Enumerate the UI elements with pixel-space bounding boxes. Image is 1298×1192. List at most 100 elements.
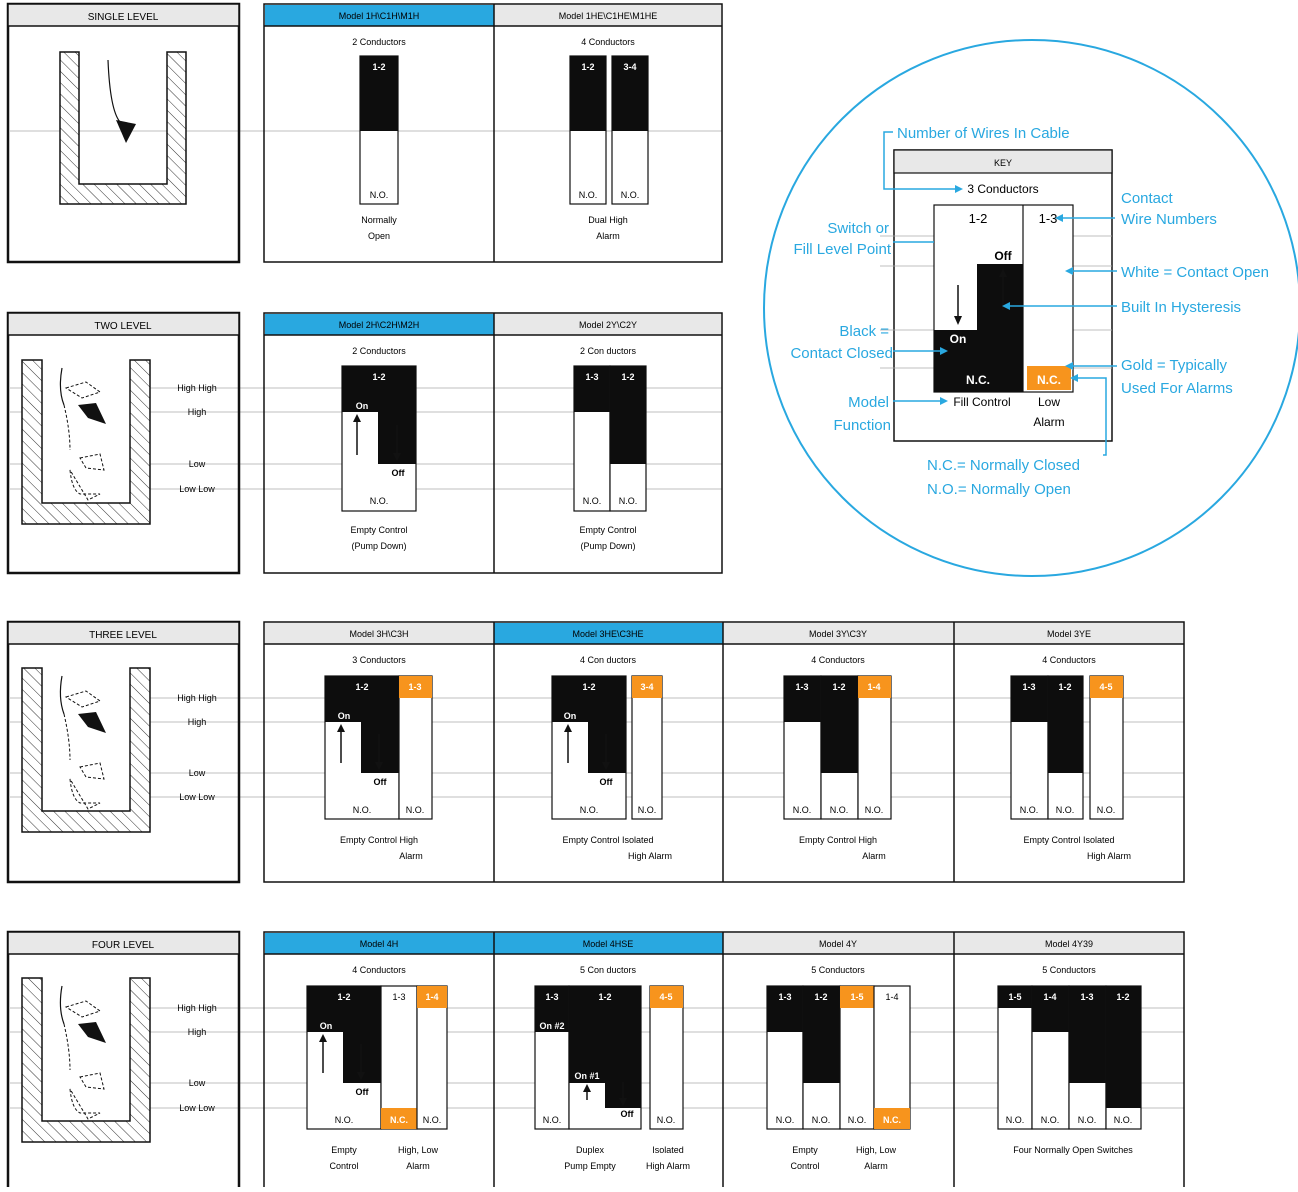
no-label: N.O. <box>579 190 598 200</box>
wire-label: 1-4 <box>1043 992 1056 1002</box>
key-contact-callout: Wire Numbers <box>1121 211 1217 228</box>
wire-label: 1-2 <box>582 682 595 692</box>
key-contact-callout: Contact <box>1121 190 1174 207</box>
wire-label: 1-2 <box>814 992 827 1002</box>
no-label: N.O. <box>1078 1115 1097 1125</box>
function-label: Empty <box>792 1145 818 1155</box>
wire-label: 4-5 <box>659 992 672 1002</box>
function-label: High, Low <box>398 1145 439 1155</box>
conductor-count: 4 Conductors <box>581 37 635 47</box>
level-label: Low Low <box>179 1103 215 1113</box>
model-header: Model 4Y39 <box>1045 939 1093 949</box>
no-label: N.O. <box>543 1115 562 1125</box>
key-black-callout: Contact Closed <box>790 345 893 362</box>
conductor-count: 4 Conductors <box>1042 655 1096 665</box>
wire-label: 1-4 <box>425 992 438 1002</box>
function-label: Empty Control Isolated <box>562 835 653 845</box>
on-label: On #1 <box>574 1071 599 1081</box>
wire-label: 1-2 <box>581 62 594 72</box>
function-label: Empty Control High <box>799 835 877 845</box>
function-label: Dual High <box>588 215 628 225</box>
key-fn1: Fill Control <box>953 395 1010 409</box>
no-label: N.O. <box>1006 1115 1025 1125</box>
level-label: High <box>188 1027 207 1037</box>
function-label: (Pump Down) <box>351 541 406 551</box>
switch-diagram: 1-2 N.O. <box>359 55 399 205</box>
key-wires-callout: Number of Wires In Cable <box>897 125 1070 142</box>
wire-label: 1-2 <box>372 372 385 382</box>
function-label: Empty Control <box>579 525 636 535</box>
model-header: Model 2Y\C2Y <box>579 320 637 330</box>
no-label: N.O. <box>638 805 657 815</box>
function-label: Alarm <box>862 851 886 861</box>
wire-label: 1-4 <box>885 992 898 1002</box>
switch-diagram: 1-2 On Off N.O. <box>341 365 417 512</box>
function-label: Alarm <box>864 1161 888 1171</box>
no-label: N.O. <box>621 190 640 200</box>
function-label: Alarm <box>399 851 423 861</box>
four-level-title: FOUR LEVEL <box>92 940 155 951</box>
wire-label: 1-5 <box>850 992 863 1002</box>
function-label: Duplex <box>576 1145 605 1155</box>
conductor-count: 4 Conductors <box>352 965 406 975</box>
wire-label: 1-3 <box>778 992 791 1002</box>
switch-diagram: 1-2 3-4 N.O. N.O. <box>569 55 649 205</box>
level-label: Low <box>189 768 206 778</box>
model-header: Model 4H <box>360 939 399 949</box>
level-label: Low Low <box>179 484 215 494</box>
key-off: Off <box>994 249 1012 263</box>
on-label: On <box>338 711 351 721</box>
wire-label: 1-3 <box>585 372 598 382</box>
no-label: N.O. <box>865 805 884 815</box>
no-label: N.O. <box>353 805 372 815</box>
tank-illustration <box>21 667 151 833</box>
switch-diagram: 1-3 1-2 4-5 N.O. N.O. N.O. <box>1010 675 1124 820</box>
no-label: N.O. <box>583 496 602 506</box>
key-model-callout: Function <box>833 417 891 434</box>
four-level-section: FOUR LEVEL High High High Low Low Low Mo… <box>6 930 1185 1187</box>
conductor-count: 2 Con ductors <box>580 346 637 356</box>
wire-label: 1-2 <box>355 682 368 692</box>
key-gold-callout: Gold = Typically <box>1121 357 1228 374</box>
function-label: Alarm <box>406 1161 430 1171</box>
key-on: On <box>950 332 967 346</box>
function-label: Empty Control High <box>340 835 418 845</box>
switch-diagram: 1-3 1-2 1-4 N.O. N.O. N.O. <box>783 675 892 820</box>
off-label: Off <box>374 777 388 787</box>
function-label: High Alarm <box>1087 851 1131 861</box>
model-header: Model 1H\C1H\M1H <box>339 11 420 21</box>
level-label: Low <box>189 1078 206 1088</box>
wire-label: 1-2 <box>1058 682 1071 692</box>
wire-label: 1-3 <box>1022 682 1035 692</box>
wire-label: 1-2 <box>372 62 385 72</box>
key-title: KEY <box>994 158 1012 168</box>
function-label: Control <box>790 1161 819 1171</box>
switch-diagram: 1-2 3-4 On Off N.O. N.O. <box>551 675 663 820</box>
wire-label: 1-2 <box>832 682 845 692</box>
switch-diagram: 1-3 1-2 1-5 1-4 N.O. N.O. N.O. N.C. <box>766 985 911 1130</box>
tank-illustration <box>21 359 151 525</box>
no-label: N.O. <box>619 496 638 506</box>
wire-label: 1-2 <box>337 992 350 1002</box>
no-label: N.O. <box>423 1115 442 1125</box>
wire-label: 1-5 <box>1008 992 1021 1002</box>
no-label: N.O. <box>370 496 389 506</box>
switch-diagram: 1-5 1-4 1-3 1-2 N.O. N.O. N.O. N.O. <box>997 985 1142 1130</box>
model-header: Model 3H\C3H <box>349 629 408 639</box>
key-legend: KEY 3 Conductors 1-2 1-3 On Off N.C. N.C… <box>763 39 1298 577</box>
level-label: Low <box>189 459 206 469</box>
level-label: High High <box>177 383 217 393</box>
model-header: Model 4Y <box>819 939 857 949</box>
level-label: High <box>188 717 207 727</box>
on-label: On #2 <box>539 1021 564 1031</box>
no-label: N.O. <box>335 1115 354 1125</box>
wire-label: 1-3 <box>545 992 558 1002</box>
no-label: N.O. <box>406 805 425 815</box>
function-label: High, Low <box>856 1145 897 1155</box>
key-black-callout: Black = <box>839 323 889 340</box>
key-col1: 1-2 <box>969 211 988 226</box>
wire-label: 1-2 <box>598 992 611 1002</box>
conductor-count: 5 Conductors <box>811 965 865 975</box>
switch-diagram: 1-3 1-2 N.O. N.O. <box>573 365 647 512</box>
